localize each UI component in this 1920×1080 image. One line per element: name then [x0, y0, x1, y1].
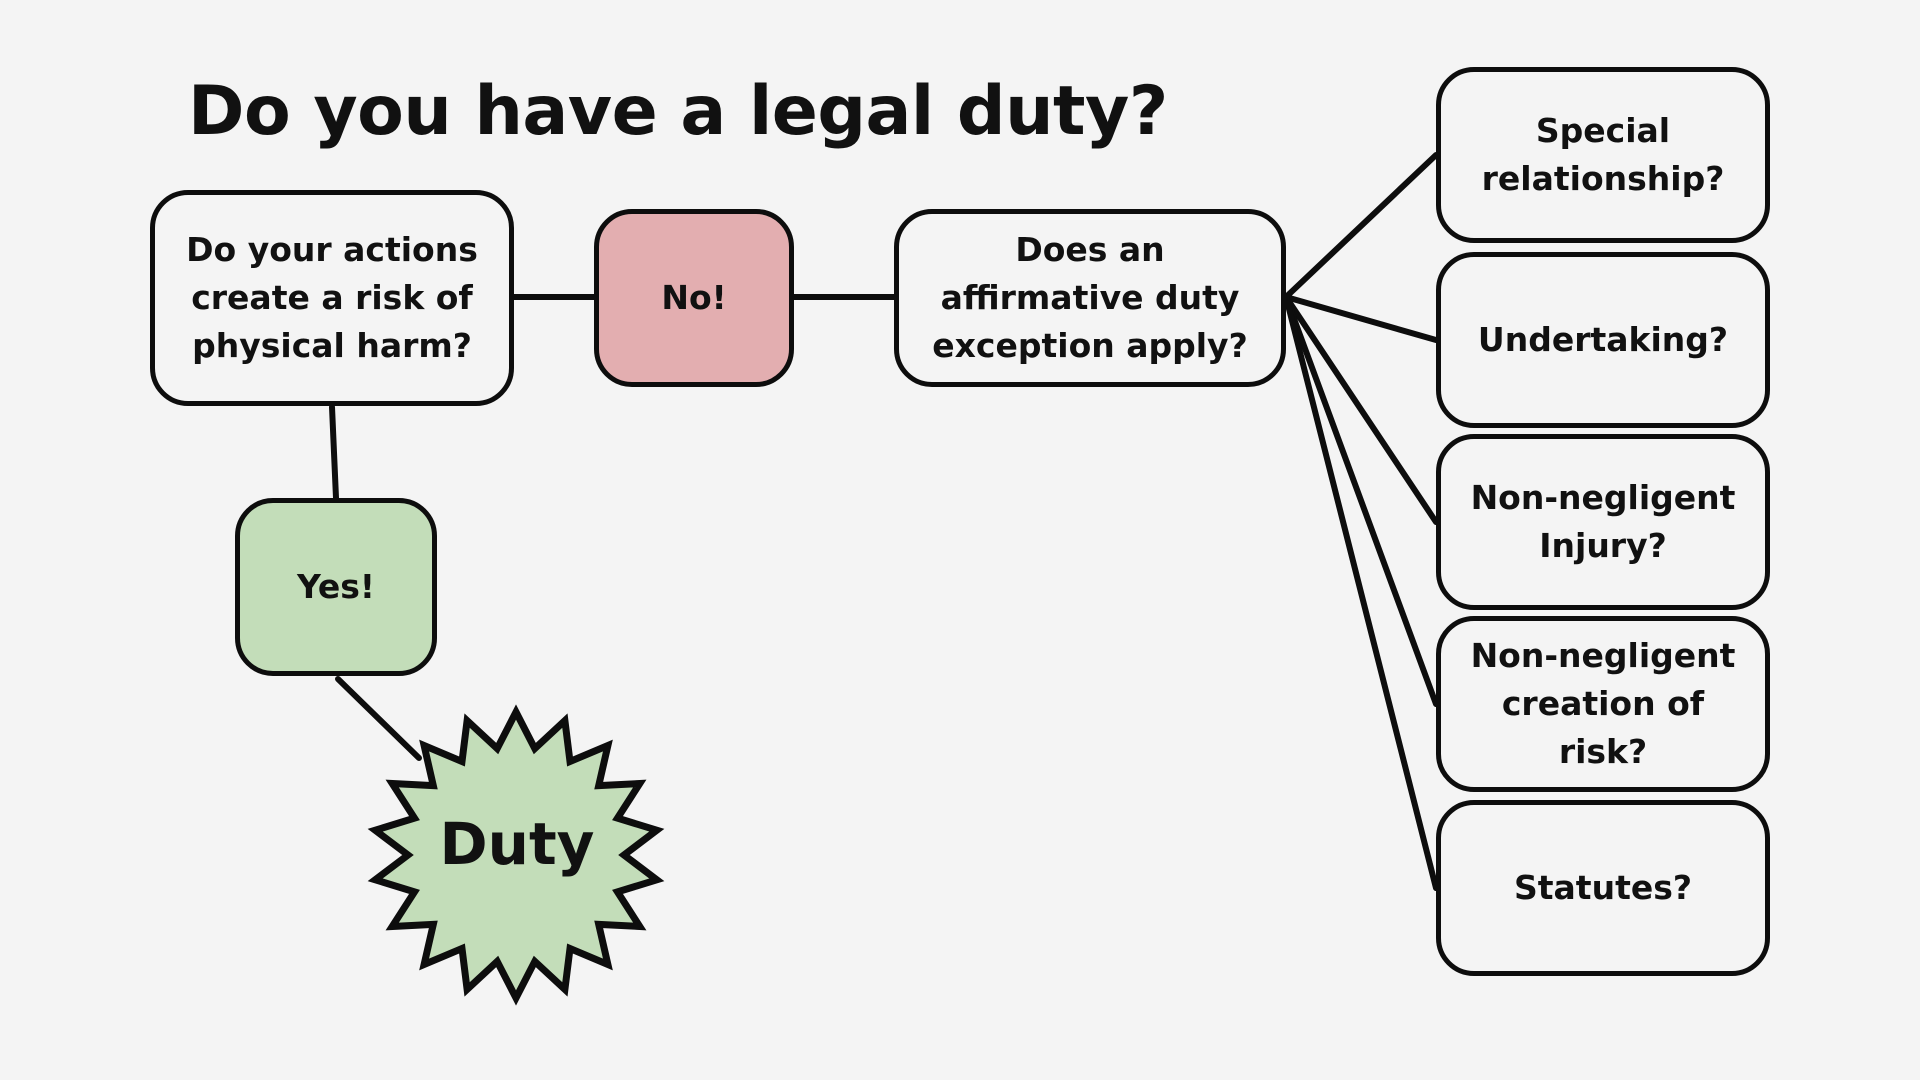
no-node-label: No! [661, 278, 727, 318]
exception-statutes: Statutes? [1436, 800, 1770, 976]
exception-non-negligent-creation-of-risk: Non-negligent creation of risk? [1436, 616, 1770, 792]
exception-label: Statutes? [1513, 868, 1693, 908]
exception-undertaking: Undertaking? [1436, 252, 1770, 428]
exception-label: Undertaking? [1477, 320, 1729, 360]
duty-label: Duty [439, 810, 595, 878]
affirmative-duty-node-label: Does an affirmative duty exception apply… [932, 230, 1248, 365]
affirmative-duty-node: Does an affirmative duty exception apply… [894, 209, 1286, 387]
duty-starburst-shape [367, 704, 665, 1006]
yes-node: Yes! [235, 498, 437, 676]
exception-non-negligent-injury: Non-negligent Injury? [1436, 434, 1770, 610]
connector-affirmative-to-special-relationship [1283, 152, 1439, 300]
exception-label: Non-negligent Injury? [1470, 478, 1736, 565]
yes-node-label: Yes! [297, 567, 375, 607]
connector-affirmative-to-undertaking [1283, 294, 1439, 343]
exception-label: Non-negligent creation of risk? [1470, 636, 1736, 771]
exception-special-relationship: Special relationship? [1436, 67, 1770, 243]
question-node-label: Do your actions create a risk of physica… [186, 230, 478, 365]
connector-yes-to-duty [335, 676, 422, 761]
connector-affirmative-to-non-negligent-injury [1283, 294, 1439, 525]
exception-label: Special relationship? [1481, 111, 1725, 198]
connector-question-to-yes [329, 404, 339, 501]
question-node: Do your actions create a risk of physica… [150, 190, 514, 406]
connector-affirmative-to-non-negligent-risk [1283, 294, 1439, 707]
connector-affirmative-to-statutes [1283, 294, 1439, 891]
no-node: No! [594, 209, 794, 387]
page-title: Do you have a legal duty? [188, 72, 1168, 151]
